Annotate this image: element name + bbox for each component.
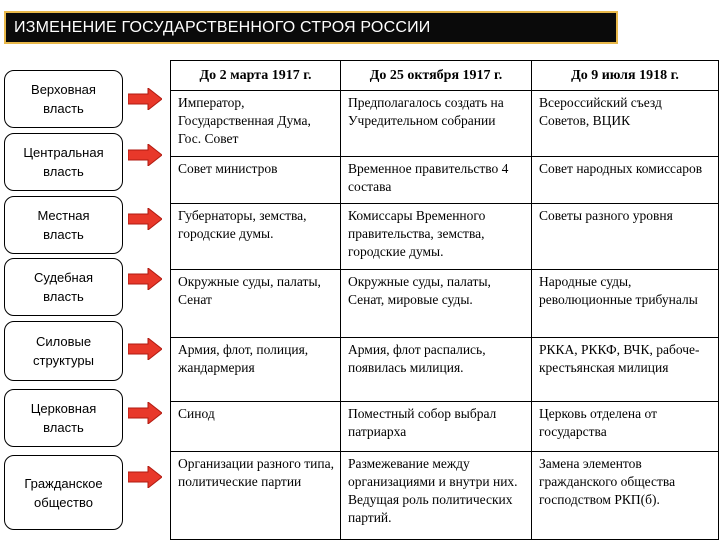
table-cell: Губернаторы, земства, городские думы.: [170, 203, 341, 270]
arrow-right-icon: [128, 88, 162, 110]
row-label-supreme-power: Верховная власть: [4, 70, 123, 128]
table-header-row: До 2 марта 1917 г. До 25 октября 1917 г.…: [170, 60, 719, 91]
column-header: До 9 июля 1918 г.: [531, 60, 719, 91]
row-label-church-power: Церковная власть: [4, 389, 123, 447]
table-cell: Замена элементов гражданского общества г…: [531, 451, 719, 540]
table-row: Армия, флот, полиция, жандармерия Армия,…: [170, 337, 719, 402]
arrow-right-icon: [128, 338, 162, 360]
table-row: Организации разного типа, политические п…: [170, 451, 719, 540]
table-cell: Предполагалось создать на Учредительном …: [340, 90, 532, 157]
arrow-right-icon: [128, 144, 162, 166]
page-title: ИЗМЕНЕНИЕ ГОСУДАРСТВЕННОГО СТРОЯ РОССИИ: [4, 11, 618, 44]
table-cell: Синод: [170, 401, 341, 452]
table-cell: Церковь отделена от государства: [531, 401, 719, 452]
arrow-right-icon: [128, 208, 162, 230]
table-cell: Окружные суды, палаты, Сенат: [170, 269, 341, 338]
table-cell: Поместный собор выбрал патриарха: [340, 401, 532, 452]
table-row: Окружные суды, палаты, Сенат Окружные су…: [170, 269, 719, 338]
row-label-civil-society: Гражданское общество: [4, 455, 123, 530]
table-row: Император, Государственная Дума, Гос. Со…: [170, 90, 719, 157]
table-cell: Император, Государственная Дума, Гос. Со…: [170, 90, 341, 157]
table-cell: Временное правительство 4 состава: [340, 156, 532, 204]
table-row: Губернаторы, земства, городские думы. Ко…: [170, 203, 719, 270]
row-label-security-structures: Силовые структуры: [4, 321, 123, 381]
table-cell: Народные суды, революционные трибуналы: [531, 269, 719, 338]
table-cell: Армия, флот распались, появилась милиция…: [340, 337, 532, 402]
row-label-judicial-power: Судебная власть: [4, 258, 123, 316]
table-cell: Совет народных комиссаров: [531, 156, 719, 204]
row-label-central-power: Центральная власть: [4, 133, 123, 191]
state-structure-table: До 2 марта 1917 г. До 25 октября 1917 г.…: [170, 60, 719, 540]
table-row: Совет министров Временное правительство …: [170, 156, 719, 204]
column-header: До 2 марта 1917 г.: [170, 60, 341, 91]
row-label-local-power: Местная власть: [4, 196, 123, 254]
table-cell: Окружные суды, палаты, Сенат, мировые су…: [340, 269, 532, 338]
table-cell: Советы разного уровня: [531, 203, 719, 270]
table-cell: Совет министров: [170, 156, 341, 204]
table-row: Синод Поместный собор выбрал патриарха Ц…: [170, 401, 719, 452]
arrow-right-icon: [128, 268, 162, 290]
table-cell: Комиссары Временного правительства, земс…: [340, 203, 532, 270]
table-cell: РККА, РККФ, ВЧК, рабоче-крестьянская мил…: [531, 337, 719, 402]
column-header: До 25 октября 1917 г.: [340, 60, 532, 91]
table-cell: Армия, флот, полиция, жандармерия: [170, 337, 341, 402]
arrow-right-icon: [128, 466, 162, 488]
table-cell: Всероссийский съезд Советов, ВЦИК: [531, 90, 719, 157]
arrow-right-icon: [128, 402, 162, 424]
table-cell: Размежевание между организациями и внутр…: [340, 451, 532, 540]
table-cell: Организации разного типа, политические п…: [170, 451, 341, 540]
